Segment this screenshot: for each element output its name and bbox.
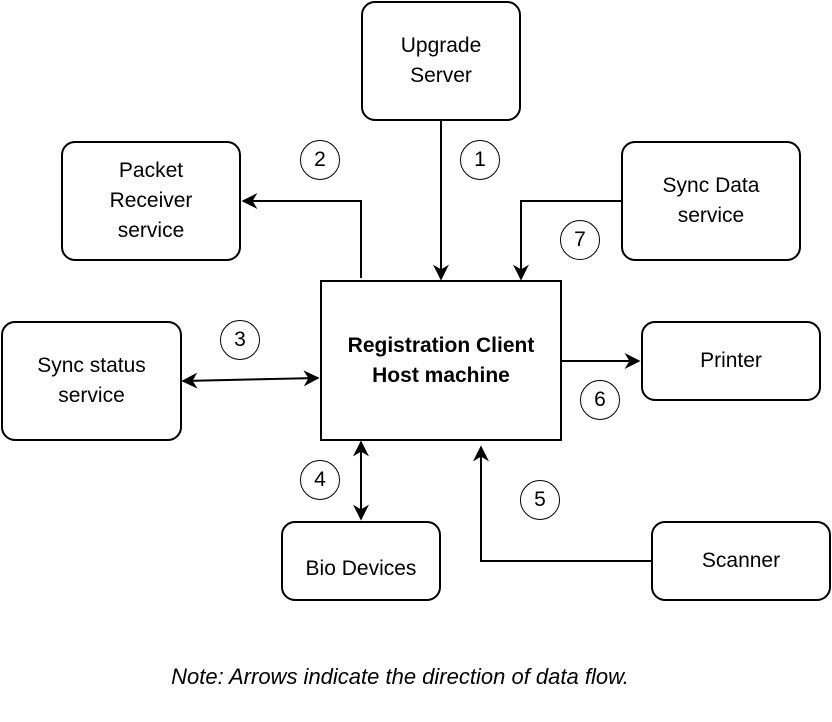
step-badge-7: 7 — [560, 220, 600, 260]
step-badge-6: 6 — [580, 380, 620, 420]
arrow-client-to-packet-receiver — [241, 193, 362, 278]
printer-node: Printer — [641, 321, 821, 401]
packet-receiver-service-node: Packet Receiver service — [61, 141, 241, 261]
registration-client-node: Registration Client Host machine — [320, 280, 562, 441]
arrow-scanner-to-client — [473, 445, 651, 562]
step-badge-1: 1 — [460, 140, 500, 180]
arrow-sync-data-to-client — [513, 200, 621, 281]
upgrade-server-node: Upgrade Server — [361, 1, 521, 121]
sync-data-service-node: Sync Data service — [621, 141, 801, 261]
scanner-node: Scanner — [651, 521, 831, 601]
step-badge-2: 2 — [300, 140, 340, 180]
step-badge-5: 5 — [520, 480, 560, 520]
step-badge-4: 4 — [300, 460, 340, 500]
bio-devices-node: Bio Devices — [281, 521, 441, 601]
data-flow-note: Note: Arrows indicate the direction of d… — [171, 664, 629, 689]
sync-status-service-node: Sync status service — [1, 321, 182, 441]
step-badge-3: 3 — [220, 320, 260, 360]
arrow-sync-status-client-bidirectional — [181, 370, 320, 389]
